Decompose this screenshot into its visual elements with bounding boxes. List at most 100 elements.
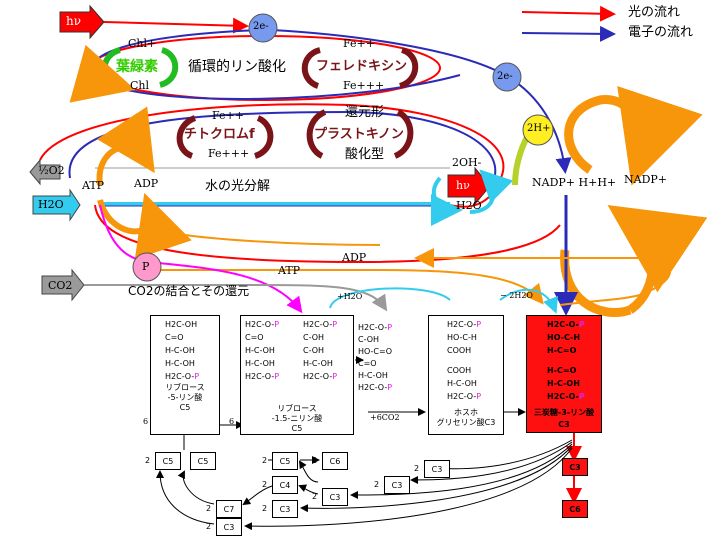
regen-arrow-g — [177, 470, 215, 505]
phosphate-mark: P — [332, 372, 338, 381]
adp-line-upper — [154, 229, 381, 246]
ferredoxin-arc-right — [398, 47, 419, 89]
six-left-label: 6 — [143, 417, 149, 426]
electron-label-right: 2e- — [497, 71, 513, 82]
water-photolysis-label: 水の光分解 — [205, 179, 271, 194]
fe3-top-label: Fe+++ — [343, 79, 385, 92]
structure-line: C=O — [165, 333, 184, 342]
structure-line: H-C=O — [547, 346, 577, 355]
electron-circle-right — [492, 62, 522, 92]
phosphate-circle — [132, 252, 162, 282]
structure-line: HO-C-H — [447, 333, 477, 342]
proton-circle — [522, 114, 554, 146]
carbon-coefficient: 2 — [312, 456, 318, 465]
nadp-plus-label: NADP+ — [624, 173, 668, 186]
fan-arrow-3 — [350, 443, 573, 499]
phosphate-mark: P — [476, 320, 482, 329]
regen-arrow-f — [242, 485, 273, 506]
structure-line: C=O — [358, 359, 377, 368]
structure-line: H2C-O-P — [165, 372, 200, 381]
hv-label-mid: hν — [456, 179, 470, 192]
phosphate-mark: P — [387, 383, 393, 392]
structure-line: H-C-OH — [358, 371, 388, 380]
fe2-top-label: Fe++ — [343, 37, 375, 50]
h2o-arrow — [32, 188, 81, 222]
co2-arrow — [41, 268, 85, 302]
regen-arrow-h — [156, 470, 215, 525]
triose-carbon: C3 — [558, 420, 570, 429]
plus-co2-label: +6CO2 — [370, 413, 400, 422]
nadp-cycle-arc-top — [564, 86, 703, 186]
h2o-right-label: H2O — [456, 199, 482, 212]
chl-plus-label: Chl+ — [128, 37, 157, 50]
light-loop-lower — [94, 204, 561, 264]
plastoquinone-arc-left — [306, 109, 327, 159]
co2-label: CO2 — [48, 279, 73, 292]
fe2-mid-label: Fe++ — [212, 109, 244, 122]
carbon-coefficient: 2 — [262, 504, 268, 513]
carbon-box-g: C3 — [424, 460, 450, 478]
water-split-arc-left — [430, 176, 463, 226]
carbon-box-c: C5 — [272, 452, 298, 470]
structure-line: H-C-OH — [303, 359, 333, 368]
phosphate-mark: P — [274, 320, 280, 329]
structure-line: C-OH — [303, 346, 325, 355]
structure-line: HO-C=O — [358, 347, 393, 356]
chlorophyll-label: 葉緑素 — [116, 59, 158, 75]
carbon-box-d: C6 — [322, 452, 348, 470]
carbon-box-i: C7 — [216, 500, 242, 518]
structure-line: C-OH — [303, 333, 325, 342]
carbon-coefficient: 2 — [145, 456, 151, 465]
ribulose-15p-carbon: C5 — [291, 424, 303, 433]
adp-return-line — [414, 248, 671, 306]
o2-arrow — [29, 158, 61, 186]
hv-label-top: hν — [66, 14, 82, 28]
adp-label-left: ADP — [134, 177, 159, 190]
ferredoxin-label: フェレドキシン — [316, 59, 408, 74]
carbon-box-j: C3 — [272, 500, 298, 518]
cytochrome-arc-left — [176, 115, 197, 159]
fe3-mid-label: Fe+++ — [208, 147, 250, 160]
chl-label: Chl — [130, 79, 150, 92]
carbon-box-m: C6 — [562, 500, 588, 518]
electron-label-top: 2e- — [253, 21, 269, 32]
carbon-coefficient: 2 — [414, 464, 420, 473]
structure-line: COOH — [447, 366, 472, 375]
regen-arrow-e — [298, 484, 319, 495]
fan-arrow-4 — [300, 445, 573, 513]
structure-line: H2C-O-P — [447, 320, 482, 329]
phosphate-mark: P — [387, 323, 393, 332]
structure-line: H2C-O-P — [303, 372, 338, 381]
carbon-coefficient: 2 — [262, 456, 268, 465]
structure-line: H2C-O-P — [245, 372, 280, 381]
structure-line: C-OH — [358, 335, 380, 344]
carbon-coefficient: 2 — [206, 504, 212, 513]
fan-arrow-5 — [244, 447, 573, 531]
plus-h2o-label: +H2O — [337, 292, 363, 301]
structure-line: H-C-OH — [245, 359, 275, 368]
atp-cycle-arc-lower — [97, 192, 192, 260]
carbon-box-e: C4 — [272, 476, 298, 494]
triose-name: 三炭糖-3-リン酸 — [533, 408, 595, 417]
phosphate-mark: P — [476, 392, 482, 401]
cyclic-phosphorylation-label: 循環的リン酸化 — [188, 59, 286, 75]
electron-loop-middle — [68, 110, 497, 179]
structure-line: H-C-OH — [447, 379, 477, 388]
legend-light-arrow — [521, 5, 616, 22]
structure-line: H2C-O-P — [547, 320, 585, 329]
ribulose-5p-carbon: C5 — [179, 403, 191, 412]
two-h-label: 2H+ — [527, 123, 551, 134]
phosphate-mark: P — [578, 392, 585, 401]
electron-circle-top — [248, 13, 278, 43]
atp-cycle-arc-left — [96, 106, 155, 186]
fan-arrow-2 — [410, 441, 573, 484]
ribulose-5p-name: リブロース -5-リン酸 — [165, 383, 205, 402]
